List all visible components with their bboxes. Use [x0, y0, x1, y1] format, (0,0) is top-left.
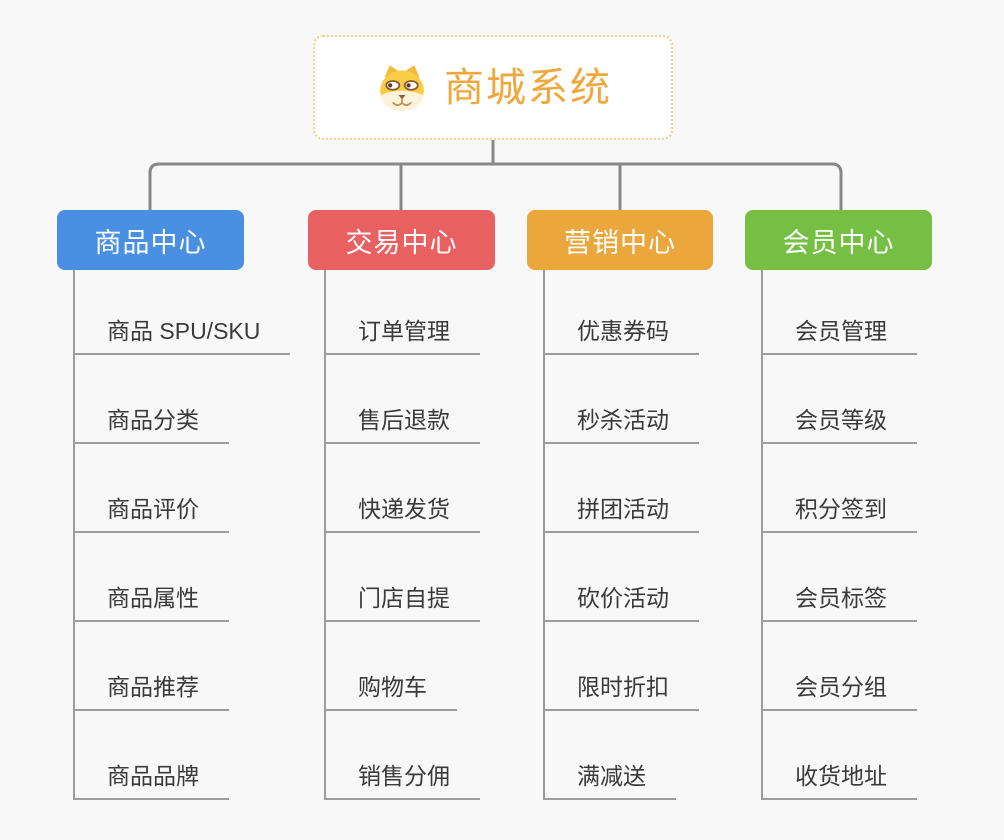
branch-header[interactable]: 交易中心	[308, 210, 495, 270]
branch-item[interactable]: 商品推荐	[75, 622, 229, 711]
branch-item[interactable]: 商品品牌	[75, 711, 229, 800]
branch-item[interactable]: 满减送	[545, 711, 676, 800]
branch-item[interactable]: 拼团活动	[545, 444, 699, 533]
branch-item[interactable]: 积分签到	[763, 444, 917, 533]
branch-item[interactable]: 会员标签	[763, 533, 917, 622]
branch-item[interactable]: 商品属性	[75, 533, 229, 622]
branch-header[interactable]: 营销中心	[527, 210, 713, 270]
tree-connector-lines	[148, 140, 843, 211]
branch-column-2: 交易中心订单管理售后退款快递发货门店自提购物车销售分佣	[308, 210, 495, 800]
branch-item[interactable]: 商品评价	[75, 444, 229, 533]
branch-item[interactable]: 优惠券码	[545, 270, 699, 355]
branch-item[interactable]: 会员管理	[763, 270, 917, 355]
branch-item[interactable]: 商品 SPU/SKU	[75, 270, 291, 355]
branch-items: 会员管理会员等级积分签到会员标签会员分组收货地址	[761, 270, 917, 800]
branch-header[interactable]: 会员中心	[745, 210, 932, 270]
branch-items: 优惠券码秒杀活动拼团活动砍价活动限时折扣满减送	[543, 270, 699, 800]
root-title: 商城系统	[444, 65, 612, 110]
branch-item[interactable]: 订单管理	[326, 270, 480, 355]
branch-column-3: 营销中心优惠券码秒杀活动拼团活动砍价活动限时折扣满减送	[527, 210, 713, 800]
root-node[interactable]: 商城系统	[313, 35, 673, 140]
branch-item[interactable]: 收货地址	[763, 711, 917, 800]
branch-header[interactable]: 商品中心	[57, 210, 244, 270]
branch-item[interactable]: 快递发货	[326, 444, 480, 533]
dog-icon	[374, 63, 430, 113]
branch-item[interactable]: 门店自提	[326, 533, 480, 622]
branch-item[interactable]: 砍价活动	[545, 533, 699, 622]
branch-item[interactable]: 会员等级	[763, 355, 917, 444]
branch-item[interactable]: 限时折扣	[545, 622, 699, 711]
branch-column-4: 会员中心会员管理会员等级积分签到会员标签会员分组收货地址	[745, 210, 932, 800]
branch-items: 订单管理售后退款快递发货门店自提购物车销售分佣	[324, 270, 480, 800]
branch-item[interactable]: 秒杀活动	[545, 355, 699, 444]
branch-item[interactable]: 售后退款	[326, 355, 480, 444]
branch-item[interactable]: 会员分组	[763, 622, 917, 711]
branch-item[interactable]: 销售分佣	[326, 711, 480, 800]
branch-item[interactable]: 商品分类	[75, 355, 229, 444]
branch-item[interactable]: 购物车	[326, 622, 457, 711]
